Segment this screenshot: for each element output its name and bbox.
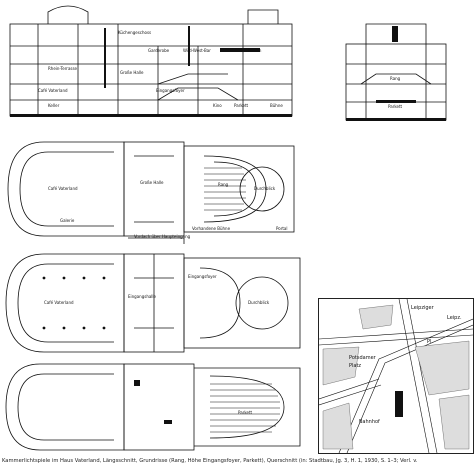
- label-grosse-halle: Große Halle: [120, 70, 144, 75]
- label-vordach: Vordach über Haupteingang: [134, 234, 191, 239]
- site-map: Leipziger Leipz. Potsdamer Platz Pl. Bah…: [318, 298, 474, 454]
- label-eingangshalle: Eingangshalle: [128, 294, 156, 299]
- label-cafe-foyer: Café Vaterland: [44, 300, 74, 305]
- label-rang-plan: Rang: [218, 182, 229, 187]
- label-grosse-halle-rang: Große Halle: [140, 180, 164, 185]
- street-potsdamer: Potsdamer: [349, 355, 376, 361]
- label-buhne: Bühne: [270, 103, 283, 108]
- label-vorhandene: Vorhandene Bühne: [192, 226, 231, 231]
- street-leipziger: Leipziger: [411, 305, 434, 311]
- label-parkett-cross: Parkett: [388, 104, 403, 109]
- label-wild-west-bar: Wild-West-Bar: [183, 48, 211, 53]
- label-rhein-terrasse: Rhein-Terrasse: [48, 66, 78, 71]
- sheet-caption: Kammerlichtspiele im Haus Vaterland, Län…: [2, 458, 418, 464]
- longitudinal-section: Küchengeschoss Garderobe Wild-West-Bar B…: [8, 4, 298, 124]
- label-parkett: Parkett: [234, 103, 249, 108]
- label-durchblick-foyer: Durchblick: [248, 300, 270, 305]
- street-pl: Pl.: [427, 339, 433, 345]
- street-leipz: Leipz.: [447, 315, 462, 321]
- label-rang: Rang: [390, 76, 401, 81]
- label-cafe-rang: Café Vaterland: [48, 186, 78, 191]
- label-durchblick-rang: Durchblick: [254, 186, 276, 191]
- label-garderobe: Garderobe: [148, 48, 170, 53]
- label-galerie: Galerie: [60, 218, 75, 223]
- label-portal: Portal: [276, 226, 288, 231]
- label-eingangsfoyer: Eingangsfoyer: [156, 88, 185, 93]
- label-balkon: Balkon: [248, 48, 262, 53]
- label-keller: Keller: [48, 103, 60, 108]
- plan-foyer: Café Vaterland Eingangshalle Eingangsfoy…: [4, 248, 308, 358]
- cross-section: Rang Parkett: [336, 14, 454, 126]
- label-eingangsfoyer-plan: Eingangsfoyer: [188, 274, 217, 279]
- label-kuchengeschoss: Küchengeschoss: [118, 30, 152, 35]
- label-parkett-plan: Parkett: [238, 410, 253, 415]
- label-kino: Kino: [213, 103, 222, 108]
- street-platz: Platz: [349, 363, 362, 369]
- plan-parkett: Parkett: [4, 360, 308, 454]
- plan-rang: Café Vaterland Galerie Große Halle Rang …: [4, 134, 308, 244]
- street-bahnhof: Bahnhof: [359, 419, 380, 425]
- label-kaffee-vaterland: Café Vaterland: [38, 88, 68, 93]
